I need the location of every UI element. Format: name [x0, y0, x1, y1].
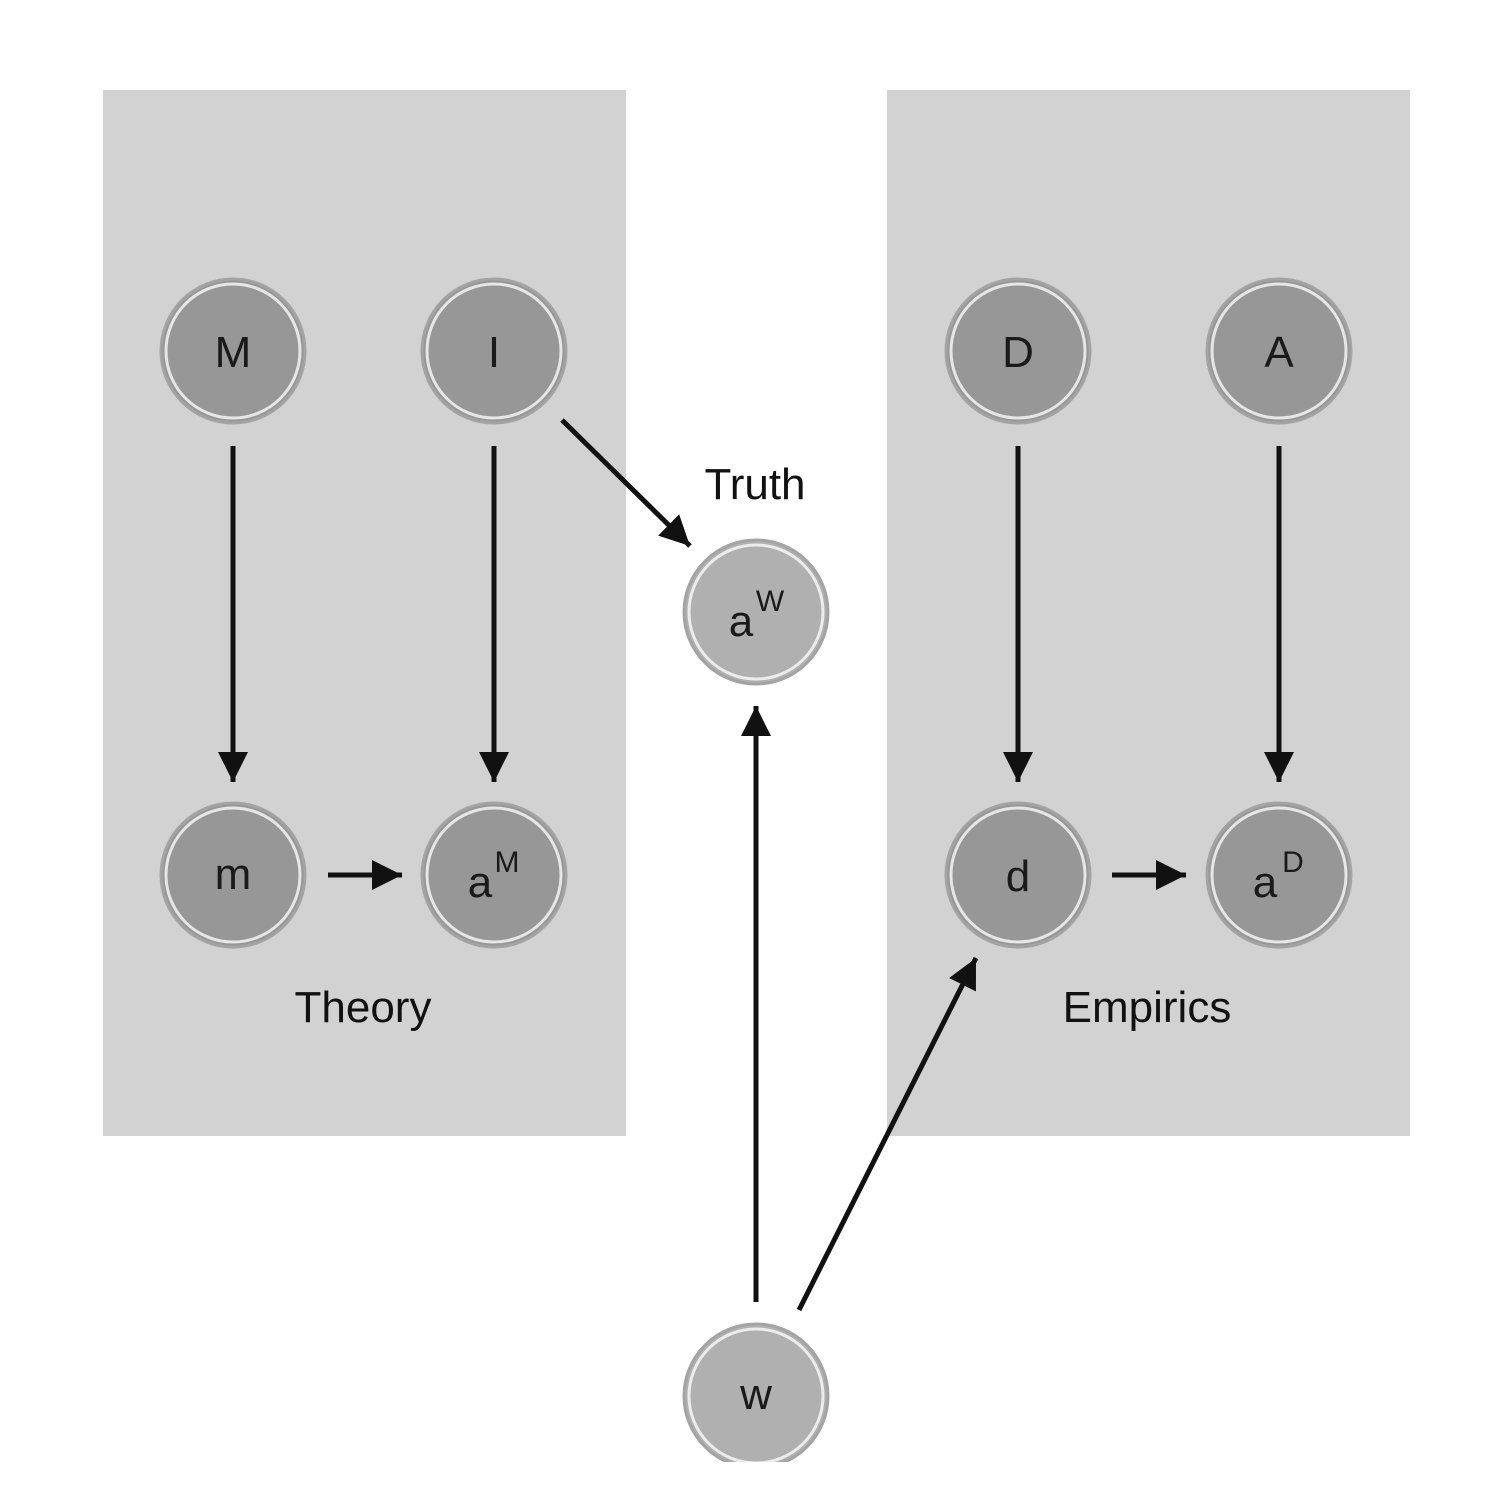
svg-text:W: W	[756, 585, 785, 618]
node-A: A	[1205, 277, 1353, 425]
node-m: m	[159, 801, 307, 949]
empirics-label: Empirics	[1063, 983, 1232, 1032]
svg-text:I: I	[488, 328, 500, 377]
svg-text:D: D	[1282, 846, 1304, 879]
svg-text:Truth: Truth	[704, 460, 805, 509]
node-D: D	[944, 277, 1092, 425]
node-w-label: w	[739, 1370, 772, 1419]
node-m-label: m	[215, 850, 252, 899]
node-w: w	[682, 1322, 830, 1470]
node-aM: a M	[420, 801, 568, 949]
node-d-label: d	[1006, 852, 1030, 901]
node-aD: a D	[1205, 801, 1353, 949]
theory-label: Theory	[295, 983, 432, 1032]
bottom-clip	[0, 1462, 1500, 1500]
node-A-label: A	[1264, 328, 1294, 377]
node-d: d	[944, 801, 1092, 949]
svg-text:a: a	[1253, 858, 1278, 907]
node-aM-sup: M	[495, 846, 520, 879]
node-M-label: M	[215, 328, 252, 377]
svg-text:Empirics: Empirics	[1063, 983, 1232, 1032]
svg-text:Theory: Theory	[295, 983, 432, 1032]
node-aW-base: a	[729, 597, 754, 646]
svg-text:M: M	[215, 328, 252, 377]
node-aW: a W	[682, 538, 830, 686]
node-M: M	[159, 277, 307, 425]
node-I-label: I	[488, 328, 500, 377]
svg-text:a: a	[729, 597, 754, 646]
edge-I-aW	[560, 418, 692, 548]
node-aD-sup: D	[1282, 846, 1304, 879]
edges	[218, 418, 1294, 1312]
svg-text:a: a	[468, 858, 493, 907]
node-aM-base: a	[468, 858, 493, 907]
node-aW-sup: W	[756, 585, 785, 618]
svg-text:M: M	[495, 846, 520, 879]
truth-label: Truth	[704, 460, 805, 509]
svg-text:D: D	[1002, 328, 1034, 377]
theory-panel	[103, 90, 626, 1136]
svg-text:w: w	[739, 1370, 772, 1419]
node-I: I	[420, 277, 568, 425]
node-aD-base: a	[1253, 858, 1278, 907]
svg-text:A: A	[1264, 328, 1294, 377]
node-D-label: D	[1002, 328, 1034, 377]
edge-w-d	[796, 956, 979, 1312]
svg-text:m: m	[215, 850, 252, 899]
svg-text:d: d	[1006, 852, 1030, 901]
